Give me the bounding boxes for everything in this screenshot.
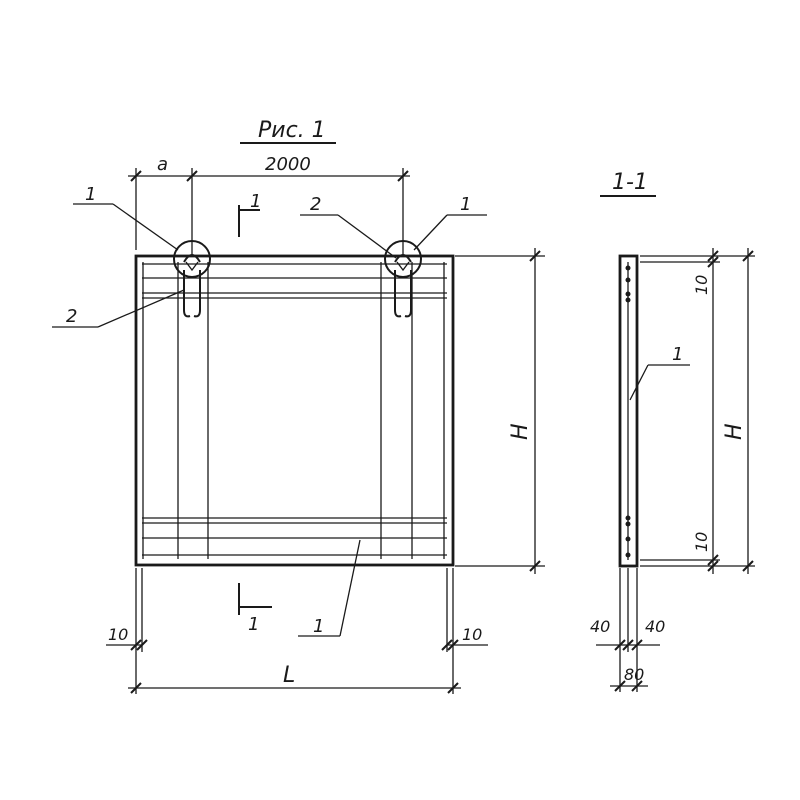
callout-label: 2 xyxy=(66,306,77,327)
rebar-dot xyxy=(625,277,631,283)
section-mark-bottom-label: 1 xyxy=(248,614,259,635)
dim-a-label: a xyxy=(157,154,168,175)
section-mark-top: 1 xyxy=(238,191,261,237)
section-callout-1: 1 xyxy=(629,344,690,401)
rebar-dot xyxy=(625,536,631,542)
callout-label: 1 xyxy=(313,616,324,637)
front-view-panel xyxy=(134,254,455,567)
dim-width-label: 80 xyxy=(624,665,644,684)
callout-label: 1 xyxy=(672,344,683,365)
rebar-dot xyxy=(625,265,631,271)
dim-top-cover-label: 10 xyxy=(692,275,711,295)
dim-length-label: L xyxy=(283,663,295,688)
callout-bottom-1: 1 xyxy=(298,539,361,637)
rebar-dot xyxy=(625,552,631,558)
callout-top-2: 2 xyxy=(300,194,397,259)
callout-top-left-1: 1 xyxy=(73,184,179,251)
rebar-dot xyxy=(625,297,631,303)
panel-outline xyxy=(134,254,455,567)
loop-top xyxy=(394,254,412,263)
section-title: 1-1 xyxy=(612,170,648,195)
rebar-dot xyxy=(625,515,631,521)
dim-2000-label: 2000 xyxy=(265,154,311,175)
loop-top xyxy=(183,254,201,263)
loop-legs xyxy=(183,270,201,318)
top-dimension: a 2000 xyxy=(128,154,410,255)
dim-left-offset-label: 10 xyxy=(108,625,128,644)
section-outline xyxy=(618,254,639,568)
loop-callout-circle xyxy=(173,240,211,278)
tick-2000 xyxy=(397,170,409,182)
section-view-panel xyxy=(618,254,639,568)
tick-a xyxy=(186,170,198,182)
loop-legs xyxy=(394,270,412,318)
section-height-dimensions: 10 10 H xyxy=(640,248,755,574)
section-width-dimensions: 40 40 80 xyxy=(590,568,665,692)
section-dim-height-label: H xyxy=(722,423,747,440)
dim-half-right-label: 40 xyxy=(645,617,665,636)
rebar-dot xyxy=(625,521,631,527)
section-mark-bottom: 1 xyxy=(238,583,272,635)
callout-label: 1 xyxy=(460,194,471,215)
callout-left-2: 2 xyxy=(52,289,185,328)
loop-callout-circle xyxy=(384,240,422,278)
figure-title: Рис. 1 xyxy=(258,118,326,143)
callout-label: 2 xyxy=(310,194,321,215)
dim-height-label: H xyxy=(508,423,533,440)
callout-top-right-1: 1 xyxy=(413,194,487,251)
dim-right-offset-label: 10 xyxy=(462,625,482,644)
dim-bottom-cover-label: 10 xyxy=(692,532,711,552)
rebar-dot xyxy=(625,291,631,297)
height-dimension-front: H xyxy=(455,248,545,574)
tick-left xyxy=(130,170,142,182)
section-mark-top-label: 1 xyxy=(250,191,261,212)
lifting-loop-left xyxy=(173,240,211,318)
dim-half-left-label: 40 xyxy=(590,617,610,636)
callout-label: 1 xyxy=(85,184,96,205)
length-dimension: 10 10 L xyxy=(106,568,488,694)
lifting-loop-right xyxy=(384,240,422,318)
